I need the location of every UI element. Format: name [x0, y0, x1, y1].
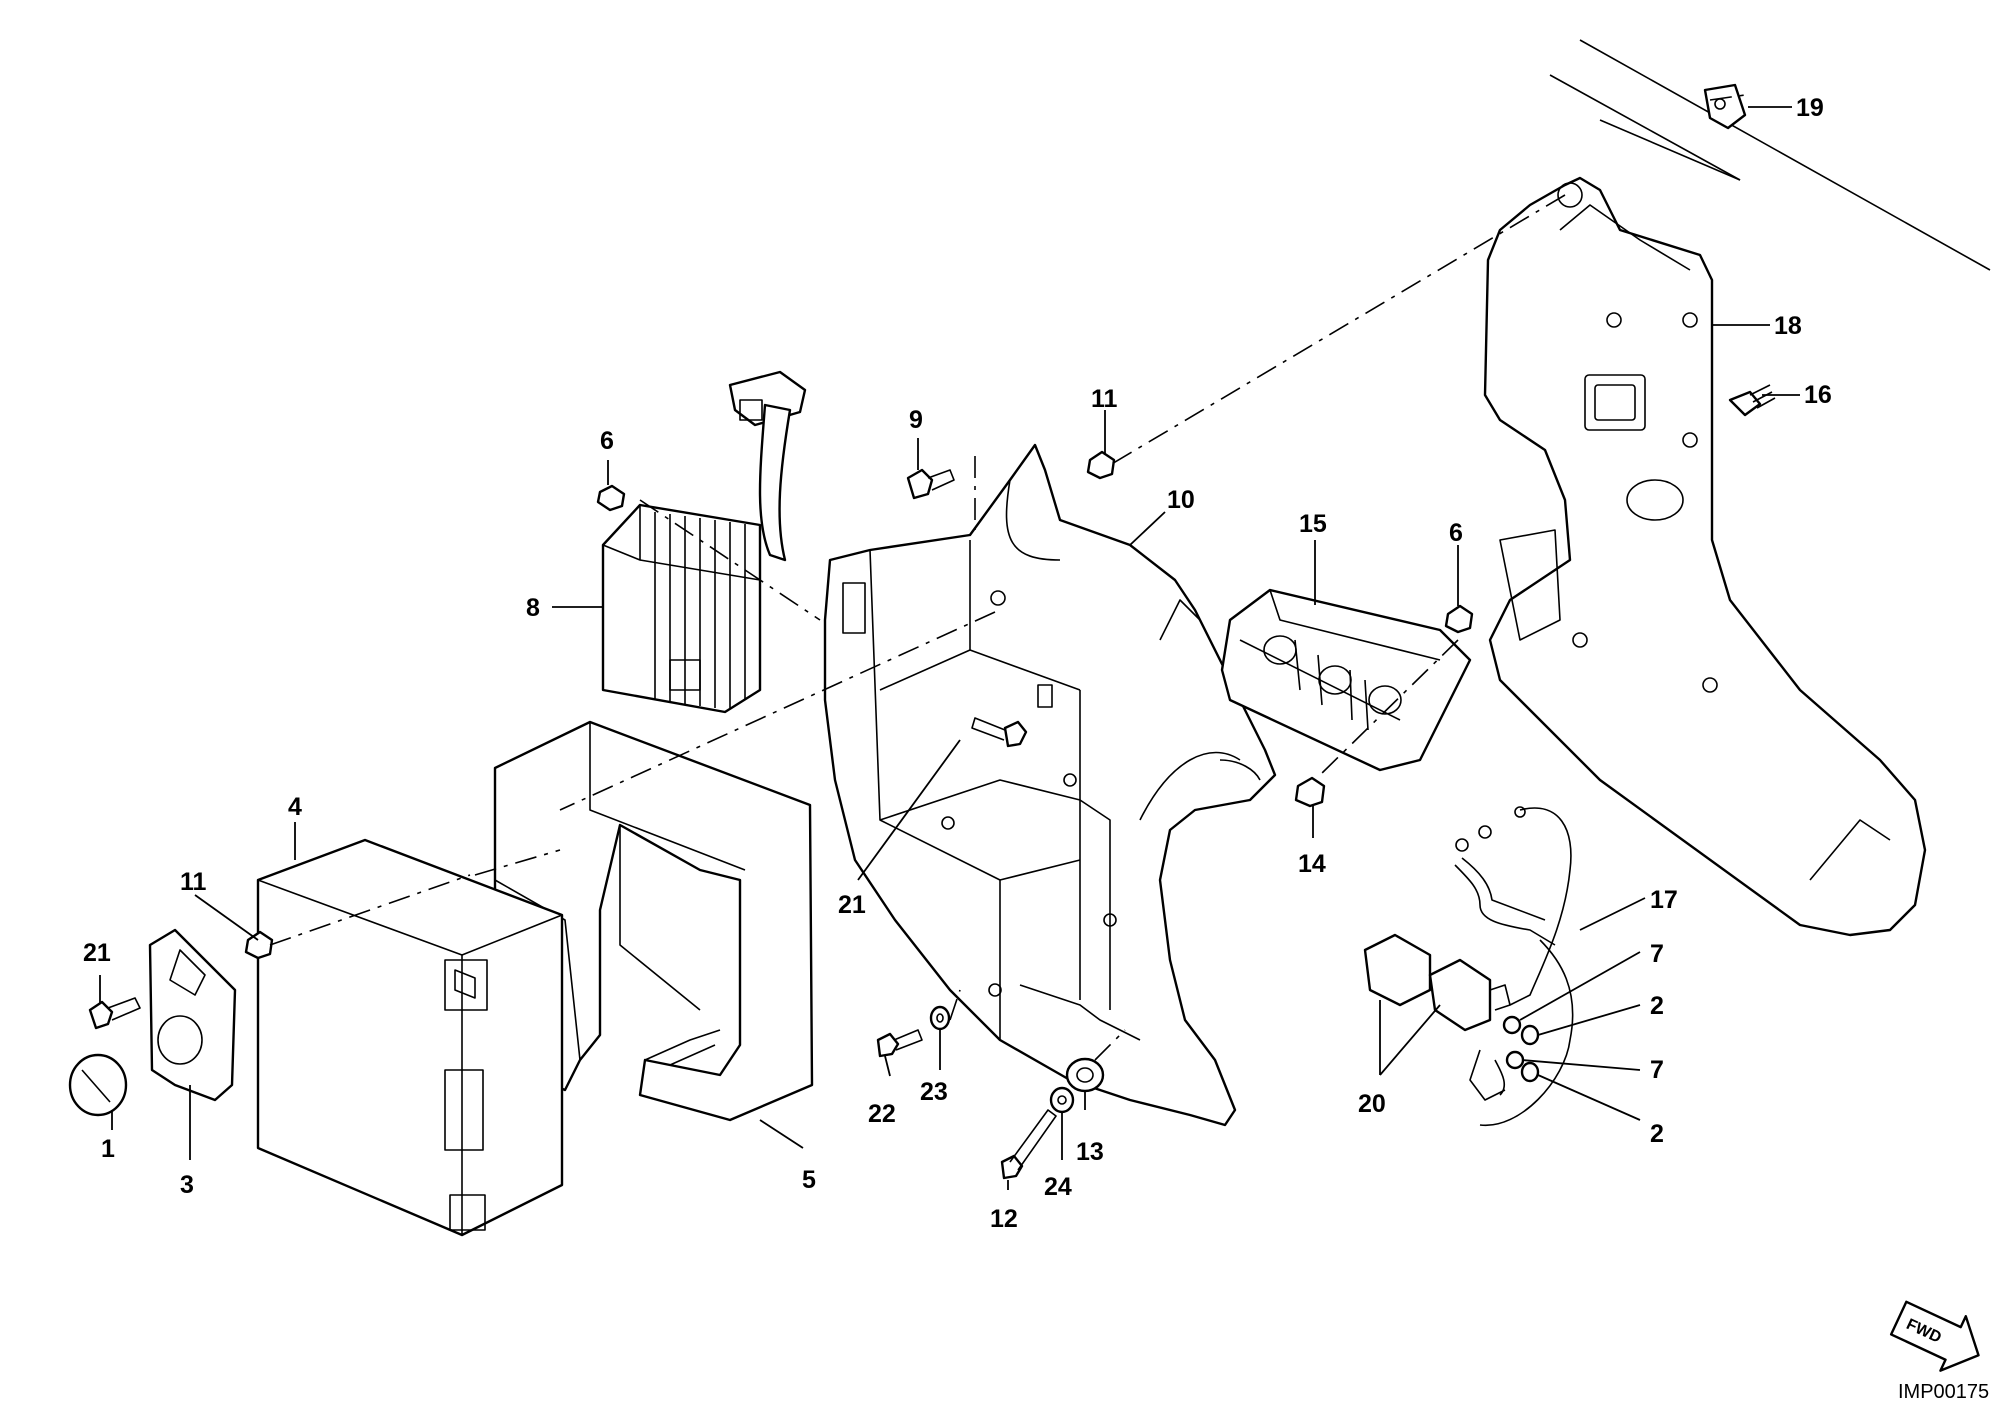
voltage-regulator-part-8 [601, 370, 807, 714]
callout-20: 20 [1358, 1090, 1386, 1118]
cable-part-17 [1454, 806, 1574, 1127]
callout-10: 10 [1167, 486, 1195, 514]
callout-12: 12 [990, 1205, 1018, 1233]
washer-part-24 [1049, 1086, 1075, 1114]
leader-lines [99, 106, 1800, 1190]
callout-11-left: 11 [180, 868, 207, 896]
bolt-part-9 [906, 468, 955, 500]
grommet-part-13 [1065, 1057, 1105, 1093]
callout-16: 16 [1804, 381, 1832, 409]
nut-part-2-upper [1520, 1024, 1540, 1046]
callout-1: 1 [101, 1135, 115, 1163]
figure-code: IMP00175 [1898, 1381, 1989, 1403]
callout-7-upper: 7 [1650, 940, 1664, 968]
bracket-part-3 [148, 928, 237, 1102]
callout-4: 4 [288, 793, 302, 821]
callout-21-left: 21 [83, 939, 111, 967]
callout-15: 15 [1299, 510, 1327, 538]
washer-part-23 [929, 1005, 951, 1031]
forward-direction-arrow: FWD [1889, 1300, 1980, 1372]
callout-22: 22 [868, 1100, 896, 1128]
callout-24: 24 [1044, 1173, 1072, 1201]
callout-3: 3 [180, 1171, 194, 1199]
callout-13: 13 [1076, 1138, 1104, 1166]
battery-part-4 [256, 838, 564, 1237]
callout-21-center: 21 [838, 891, 866, 919]
callout-14: 14 [1298, 850, 1326, 878]
battery-tray-part-10 [823, 443, 1277, 1127]
callout-6-upper: 6 [600, 427, 614, 455]
callout-17: 17 [1650, 886, 1678, 914]
screw-part-16 [1728, 384, 1776, 417]
battery-holder-part-5 [493, 720, 814, 1122]
clip-part-19 [1703, 83, 1747, 130]
nut-part-6-lower [1444, 604, 1474, 634]
assembly-axes [269, 94, 1746, 1061]
callout-19: 19 [1796, 94, 1824, 122]
callout-23: 23 [920, 1078, 948, 1106]
callout-5: 5 [802, 1166, 816, 1194]
grommet-part-14 [1294, 776, 1326, 808]
nut-part-6-upper [596, 484, 626, 512]
callout-11-upper: 11 [1091, 385, 1118, 413]
nut-part-11-lower [244, 930, 274, 960]
nut-part-2-lower [1520, 1061, 1540, 1083]
nut-part-11-upper [1086, 450, 1116, 480]
starter-relay-part-20 [1363, 933, 1511, 1032]
washer-part-7-lower [1505, 1050, 1525, 1070]
callout-9: 9 [909, 406, 923, 434]
callout-18: 18 [1774, 312, 1802, 340]
cap-part-1 [68, 1053, 128, 1117]
callout-2-lower: 2 [1650, 1120, 1664, 1148]
callout-6-lower: 6 [1449, 519, 1463, 547]
callout-8: 8 [526, 594, 540, 622]
bolt-part-12 [1000, 1109, 1057, 1180]
washer-part-7-upper [1502, 1015, 1522, 1035]
frame-rail [1549, 39, 1991, 271]
callout-7-lower: 7 [1650, 1056, 1664, 1084]
bolt-part-21-center [971, 717, 1028, 748]
side-panel-part-18 [1483, 176, 1927, 937]
fuse-box-part-15 [1220, 588, 1472, 772]
callout-2-upper: 2 [1650, 992, 1664, 1020]
callouts: 1 3 21 11 4 5 6 8 9 11 10 21 22 23 12 24… [83, 94, 1832, 1233]
screw-part-21-left [88, 997, 141, 1030]
bolt-part-22 [876, 1029, 923, 1058]
